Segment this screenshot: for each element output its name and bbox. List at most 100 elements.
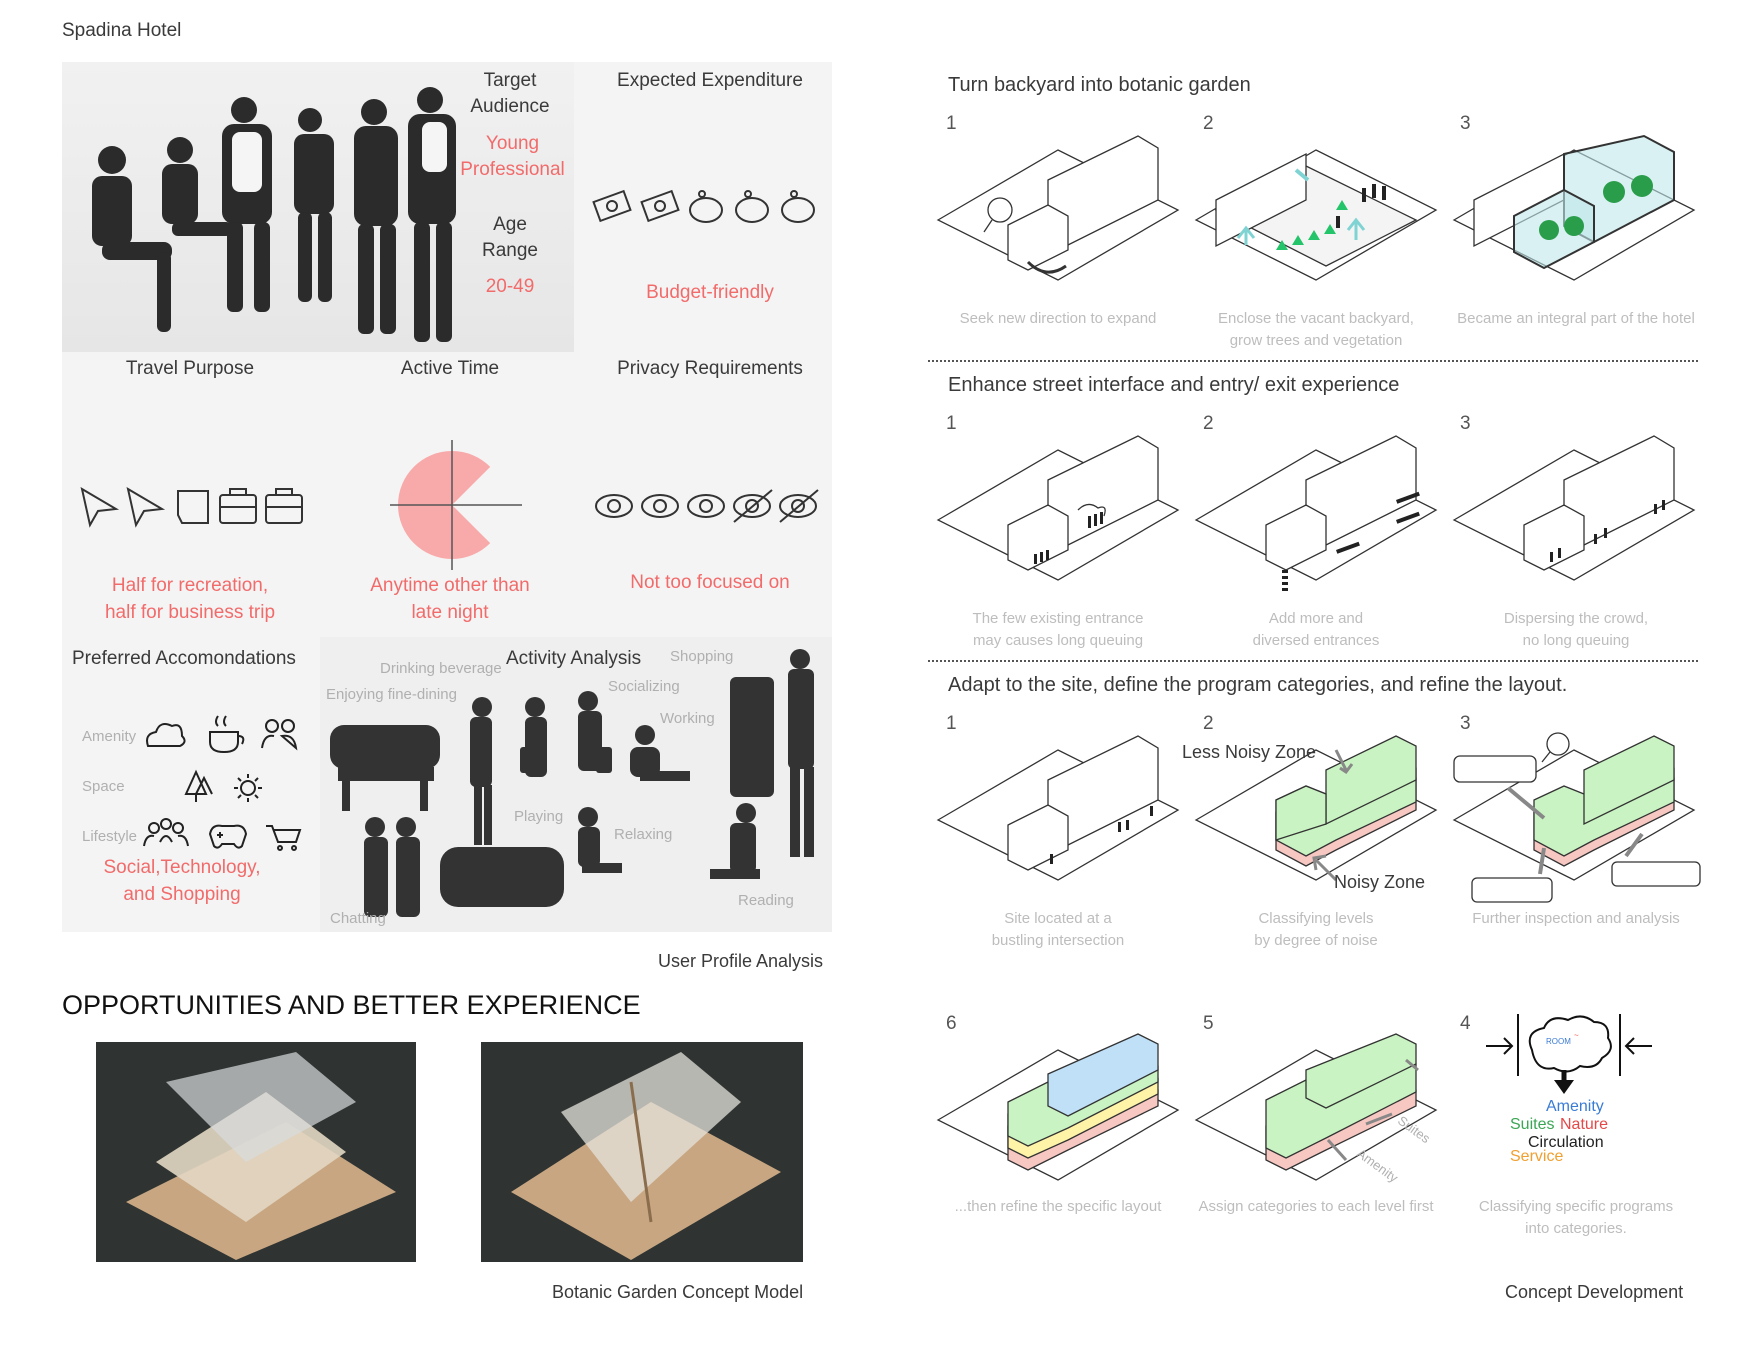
activity-dining: Enjoying fine-dining [326, 686, 457, 703]
activity-socializing: Socializing [608, 678, 680, 695]
privacy-value: Not too focused on [630, 572, 790, 593]
section3-caption-2a: Classifying levels [1258, 910, 1374, 927]
section1-caption-1: Seek new direction to expand [959, 310, 1157, 327]
active-time-label: Active Time [400, 358, 500, 379]
activity-relaxing: Relaxing [614, 826, 673, 843]
active-time-value-1: Anytime other than [370, 575, 530, 596]
briefcase-icon [265, 488, 303, 524]
zone-less-noisy: Less Noisy Zone [1182, 742, 1317, 762]
people-group-icon [261, 719, 298, 751]
zone-noisy: Noisy Zone [1334, 872, 1426, 892]
model-caption: Botanic Garden Concept Model [552, 1282, 804, 1302]
divider-2 [928, 660, 1698, 662]
section1-diagrams [936, 134, 1696, 281]
svg-text:~: ~ [1574, 1031, 1579, 1040]
section4-caption-4b: into categories. [1525, 1220, 1627, 1237]
pref-row-amenity: Amenity [82, 728, 137, 745]
cloud-nature: Nature [1560, 1116, 1609, 1133]
sun-icon [234, 774, 262, 802]
section2-diagrams [936, 435, 1696, 591]
piggy-bank-icon [689, 190, 723, 223]
age-range-value: 20-49 [485, 276, 535, 297]
cloud-suites: Suites [1510, 1116, 1555, 1133]
privacy-label: Privacy Requirements [617, 358, 803, 379]
section1-step-1: 1 [946, 113, 957, 134]
section4-step-6: 6 [946, 1013, 957, 1034]
travel-purpose-value-2: half for business trip [104, 602, 276, 623]
travel-purpose-icons [80, 486, 303, 528]
opportunities-heading: OPPORTUNITIES AND BETTER EXPERIENCE [62, 990, 641, 1020]
preferred-label: Preferred Accomondations [72, 648, 296, 669]
pref-value-1: Social,Technology, [103, 857, 261, 878]
section1-step-2: 2 [1203, 113, 1214, 134]
cloud-amenity: Amenity [1546, 1098, 1604, 1115]
travelers-silhouettes [92, 87, 456, 342]
pref-row-space: Space [82, 778, 125, 795]
eye-off-icon [733, 489, 773, 523]
section1-step-3: 3 [1460, 113, 1471, 134]
section3-title: Adapt to the site, define the program ca… [948, 674, 1568, 696]
section1-caption-2b: grow trees and vegetation [1229, 332, 1403, 349]
section2-step-2: 2 [1203, 413, 1214, 434]
triangles-question-box [1453, 755, 1537, 783]
pref-row-lifestyle: Lifestyle [82, 828, 138, 845]
paper-plane-icon [80, 486, 120, 528]
section3-step-2: 2 [1203, 713, 1214, 734]
section3-caption-1a: Site located at a [1004, 910, 1112, 927]
activity-working: Working [660, 710, 715, 727]
piggy-bank-icon [735, 190, 769, 223]
section4-diagrams [936, 1033, 1438, 1181]
section2-caption-3b: no long queuing [1522, 632, 1630, 649]
briefcase-icon [219, 488, 257, 524]
money-icon [640, 189, 680, 223]
travel-purpose-label: Travel Purpose [125, 358, 255, 379]
section2-caption-2a: Add more and [1268, 610, 1364, 627]
magnifier-icon [987, 197, 1013, 223]
money-icon [592, 189, 632, 223]
activity-title: Activity Analysis [506, 648, 642, 669]
preference-icons [143, 715, 302, 851]
section1-title: Turn backyard into botanic garden [948, 74, 1251, 96]
section4-caption-6: ...then refine the specific layout [954, 1198, 1162, 1215]
concept-caption: Concept Development [1505, 1282, 1684, 1302]
active-time-pie [390, 440, 522, 570]
gamepad-icon [208, 824, 248, 849]
cloud-circulation: Circulation [1528, 1134, 1604, 1151]
section4-caption-5: Assign categories to each level first [1198, 1198, 1434, 1215]
section1-caption-2a: Enclose the vacant backyard, [1218, 310, 1414, 327]
shopping-bag-icon [177, 490, 209, 524]
activity-drinking: Drinking beverage [380, 660, 502, 677]
section3-caption-1b: bustling intersection [991, 932, 1125, 949]
svg-text:ROOM: ROOM [1546, 1037, 1571, 1046]
section1-caption-3: Became an integral part of the hotel [1457, 310, 1695, 327]
travel-purpose-value-1: Half for recreation, [111, 575, 269, 596]
magnifier-icon [1546, 732, 1570, 756]
cloud-service: Service [1510, 1148, 1564, 1165]
section4-step-4: 4 [1460, 1013, 1471, 1034]
section4-caption-4a: Classifying specific programs [1478, 1198, 1674, 1215]
user-profile-caption: User Profile Analysis [658, 951, 824, 971]
section2-step-3: 3 [1460, 413, 1471, 434]
activity-reading: Reading [738, 892, 794, 909]
piggy-bank-icon [781, 190, 815, 223]
coffee-cup-icon [209, 715, 245, 754]
divider-1 [928, 360, 1698, 362]
section2-step-1: 1 [946, 413, 957, 434]
people-question-box [1471, 877, 1553, 903]
activity-chatting: Chatting [330, 910, 386, 927]
activity-silhouettes [330, 649, 814, 917]
eye-icon [641, 494, 679, 518]
section2-caption-3a: Dispersing the crowd, [1503, 610, 1649, 627]
expenditure-value: Budget-friendly [646, 282, 774, 303]
pref-value-2: and Shopping [123, 884, 241, 905]
model-1-drawing [126, 1052, 396, 1260]
eye-icon [687, 494, 725, 518]
activity-playing: Playing [514, 808, 564, 825]
program-cloud-diagram: ROOM~ [1486, 1014, 1652, 1094]
section2-title: Enhance street interface and entry/ exit… [948, 374, 1400, 396]
sun-question-box [1611, 861, 1701, 887]
paper-plane-icon [126, 486, 166, 528]
activity-analysis-panel [320, 637, 832, 932]
section3-step-3: 3 [1460, 713, 1471, 734]
privacy-icons [595, 489, 819, 523]
